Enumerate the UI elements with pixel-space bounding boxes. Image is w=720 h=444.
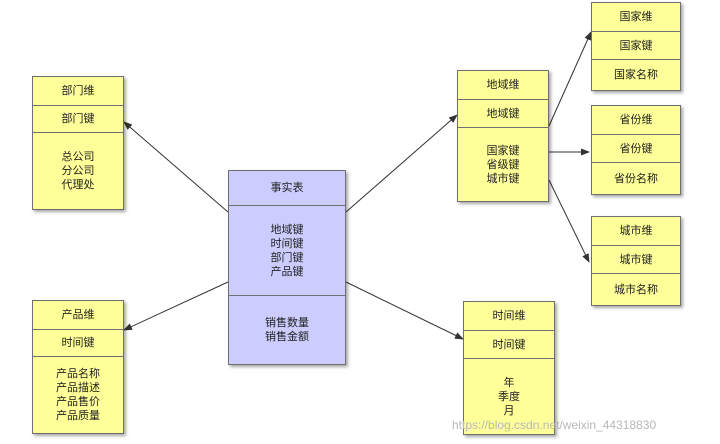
arrow-fact-to-department [123, 121, 229, 213]
time-key: 时间键 [464, 330, 554, 358]
fact-measure-0: 销售数量 [265, 316, 309, 329]
fact-measure-1: 销售金额 [265, 330, 309, 343]
product-attributes: 产品名称 产品描述 产品售价 产品质量 [33, 356, 123, 433]
product-dimension-table: 产品维 时间键 产品名称 产品描述 产品售价 产品质量 [32, 300, 124, 434]
fact-key-3: 产品键 [270, 264, 304, 278]
time-attributes: 年 季度 月 [464, 358, 554, 434]
department-attr-1: 分公司 [61, 164, 95, 177]
arrow-fact-to-time [345, 281, 464, 340]
product-attr-2: 产品售价 [56, 395, 100, 408]
arrow-region-to-country [548, 31, 592, 127]
watermark-url: https://blog.csdn.net/weixin_44318830 [452, 418, 657, 432]
fact-key-0: 地域键 [270, 222, 304, 236]
region-key: 地域键 [458, 99, 548, 127]
country-dimension-title: 国家维 [592, 3, 680, 31]
region-attr-2: 城市键 [486, 171, 520, 185]
city-name: 城市名称 [592, 273, 680, 305]
arrow-fact-to-product [123, 281, 229, 331]
region-dimension-title: 地域维 [458, 71, 548, 99]
product-key: 时间键 [33, 329, 123, 356]
region-attr-1: 省级键 [486, 157, 520, 171]
province-dimension-table: 省份维 省份键 省份名称 [591, 105, 681, 195]
region-attributes: 国家键 省级键 城市键 [458, 127, 548, 201]
province-name: 省份名称 [592, 162, 680, 194]
product-attr-3: 产品质量 [56, 409, 100, 422]
time-attr-2: 月 [503, 403, 515, 417]
product-dimension-title: 产品维 [33, 301, 123, 329]
country-name: 国家名称 [592, 59, 680, 90]
department-attr-0: 总公司 [61, 150, 95, 163]
department-dimension-table: 部门维 部门键 总公司 分公司 代理处 [32, 76, 124, 210]
arrow-fact-to-region [345, 114, 458, 213]
city-dimension-table: 城市维 城市键 城市名称 [591, 216, 681, 306]
country-dimension-table: 国家维 国家键 国家名称 [591, 2, 681, 91]
time-dimension-title: 时间维 [464, 302, 554, 330]
product-attr-1: 产品描述 [56, 381, 100, 394]
product-attr-0: 产品名称 [56, 367, 100, 380]
time-dimension-table: 时间维 时间键 年 季度 月 [463, 301, 555, 435]
province-dimension-title: 省份维 [592, 106, 680, 134]
department-dimension-title: 部门维 [33, 77, 123, 105]
region-dimension-table: 地域维 地域键 国家键 省级键 城市键 [457, 70, 549, 202]
department-attr-2: 代理处 [61, 178, 95, 191]
time-attr-1: 季度 [498, 389, 520, 403]
fact-table-measures: 销售数量 销售金额 [229, 295, 345, 364]
arrow-region-to-city [548, 179, 590, 263]
fact-key-1: 时间键 [270, 236, 304, 250]
city-key: 城市键 [592, 245, 680, 273]
department-key: 部门键 [33, 105, 123, 132]
time-attr-0: 年 [503, 375, 515, 389]
fact-key-2: 部门键 [270, 250, 304, 264]
fact-table-keys: 地域键 时间键 部门键 产品键 [229, 205, 345, 295]
fact-table: 事实表 地域键 时间键 部门键 产品键 销售数量 销售金额 [228, 170, 346, 365]
department-attributes: 总公司 分公司 代理处 [33, 132, 123, 209]
fact-table-title: 事实表 [229, 171, 345, 205]
province-key: 省份键 [592, 134, 680, 162]
city-dimension-title: 城市维 [592, 217, 680, 245]
country-key: 国家键 [592, 31, 680, 59]
region-attr-0: 国家键 [486, 143, 520, 157]
